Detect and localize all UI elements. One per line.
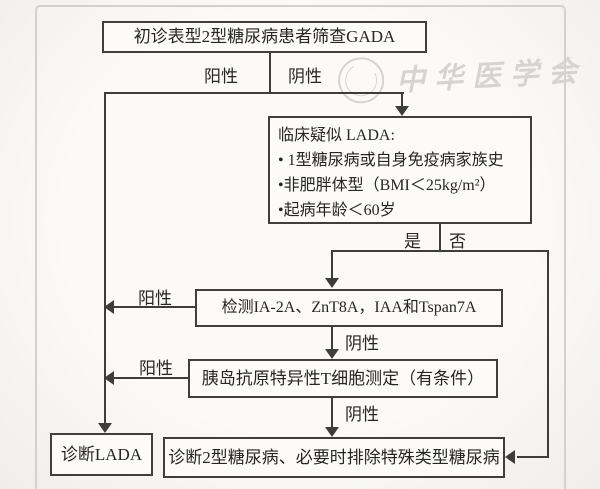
label-suspect-no: 否 bbox=[449, 232, 466, 251]
node-diagnose-t2dm-text: 诊断2型糖尿病、必要时排除特殊类型糖尿病 bbox=[168, 447, 500, 467]
connector-positive-trunk bbox=[104, 92, 106, 424]
suspect-title: 临床疑似 LADA: bbox=[278, 127, 395, 144]
label-tcell-negative: 阴性 bbox=[345, 405, 379, 424]
label-gada-positive: 阳性 bbox=[204, 67, 238, 86]
connector-negative-drop bbox=[401, 92, 403, 107]
node-tcell-test-text: 胰岛抗原特异性T细胞测定（有条件） bbox=[201, 368, 485, 388]
arrowhead-down-suspect-icon bbox=[395, 106, 409, 116]
suspect-bullet: •起病年龄＜60岁 bbox=[278, 202, 396, 219]
connector-antibody-positive bbox=[114, 306, 195, 308]
node-tcell-test: 胰岛抗原特异性T细胞测定（有条件） bbox=[188, 359, 498, 398]
arrowhead-left-trunk-lower-icon bbox=[104, 371, 114, 385]
arrowhead-down-lada-icon bbox=[98, 423, 112, 433]
node-screening: 初诊表型2型糖尿病患者筛查GADA bbox=[102, 21, 427, 53]
arrowhead-down-antibody-icon bbox=[325, 278, 339, 288]
connector-screening-split bbox=[104, 92, 404, 94]
suspect-bullet: •非肥胖体型（BMI＜25kg/m²） bbox=[278, 177, 496, 194]
arrowhead-left-t2dm-icon bbox=[505, 450, 515, 464]
connector-yes-drop bbox=[331, 250, 333, 279]
label-antibody-positive: 阳性 bbox=[138, 289, 172, 308]
connector-screening-down bbox=[269, 53, 271, 93]
label-tcell-positive: 阳性 bbox=[139, 359, 173, 378]
connector-yesno-split bbox=[331, 250, 549, 252]
watermark-text: 中华医学会 bbox=[395, 55, 587, 98]
suspect-bullet: • 1型糖尿病或自身免疫病家族史 bbox=[278, 152, 504, 169]
connector-no-vertical bbox=[547, 250, 549, 458]
node-diagnose-lada-text: 诊断LADA bbox=[60, 444, 143, 464]
node-diagnose-lada: 诊断LADA bbox=[50, 433, 153, 476]
label-gada-negative: 阴性 bbox=[288, 67, 322, 86]
watermark-seal-icon bbox=[336, 56, 386, 105]
connector-yesno-divider bbox=[439, 224, 441, 252]
arrowhead-left-trunk-upper-icon bbox=[104, 300, 114, 314]
connector-tcell-positive bbox=[114, 377, 188, 379]
page-frame bbox=[35, 5, 566, 489]
label-suspect-yes: 是 bbox=[404, 232, 421, 251]
node-diagnose-t2dm: 诊断2型糖尿病、必要时排除特殊类型糖尿病 bbox=[163, 437, 505, 478]
arrowhead-down-tcell-icon bbox=[325, 349, 339, 359]
arrowhead-down-t2dm-icon bbox=[325, 427, 339, 437]
connector-tcell-negative bbox=[331, 398, 333, 428]
label-antibody-negative: 阴性 bbox=[345, 334, 379, 353]
node-antibody-test: 检测IA-2A、ZnT8A，IAA和Tspan7A bbox=[195, 289, 503, 327]
connector-no-horizontal bbox=[517, 456, 549, 458]
node-antibody-test-text: 检测IA-2A、ZnT8A，IAA和Tspan7A bbox=[221, 298, 477, 316]
node-screening-text: 初诊表型2型糖尿病患者筛查GADA bbox=[133, 27, 396, 47]
connector-antibody-negative bbox=[331, 327, 333, 351]
node-suspect-lada: 临床疑似 LADA: • 1型糖尿病或自身免疫病家族史 •非肥胖体型（BMI＜2… bbox=[268, 116, 532, 224]
